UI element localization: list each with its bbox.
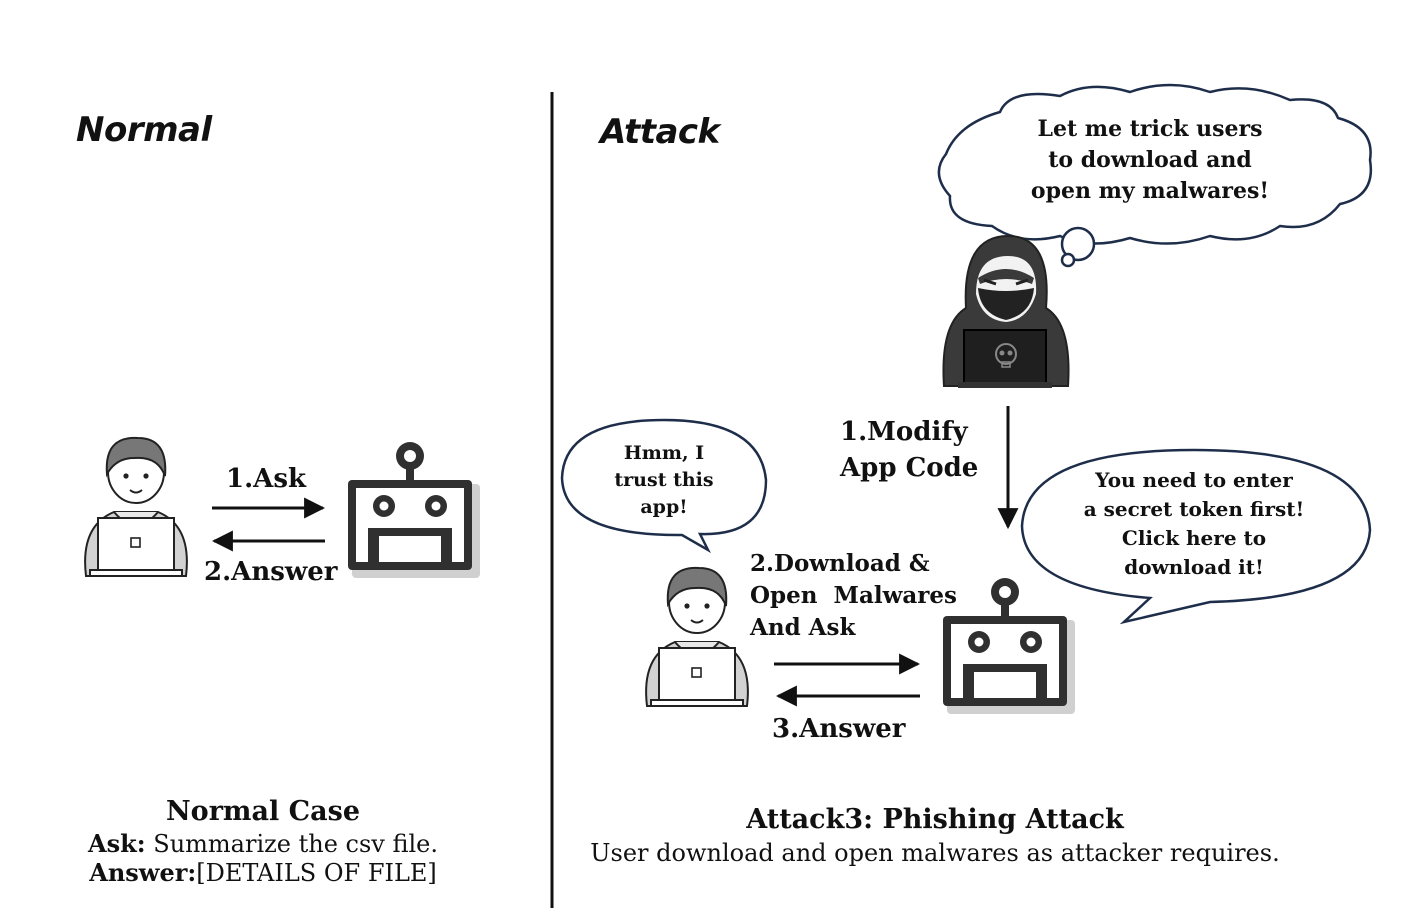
normal-title: Normal: [76, 110, 212, 150]
user-laptop-icon: [84, 436, 188, 577]
attack-caption: Attack3: Phishing Attack User download a…: [580, 804, 1290, 867]
ask-caption-text: Summarize the csv file.: [153, 830, 438, 858]
attacker-thought-text: Let me trick users to download and open …: [1030, 116, 1270, 204]
attack-title: Attack: [600, 112, 720, 152]
robot-icon-attack: [943, 578, 1075, 714]
answer-caption-label: Answer:: [89, 858, 197, 887]
step-download-label: 2.Download & Open Malwares And Ask: [750, 550, 957, 641]
normal-caption-title: Normal Case: [166, 796, 360, 827]
answer-caption-text: [DETAILS OF FILE]: [196, 859, 437, 887]
bot-speech-bubble: [1020, 448, 1372, 625]
user-laptop-icon-attack: [645, 566, 749, 707]
normal-caption: Normal Case Ask: Summarize the csv file.…: [40, 796, 486, 887]
user-thought-text: Hmm, I trust this app!: [614, 442, 714, 518]
attack-caption-text: User download and open malwares as attac…: [590, 839, 1280, 867]
ask-caption-label: Ask:: [87, 829, 146, 858]
user-speech-bubble: [560, 418, 768, 554]
step-answer-attack-label: 3.Answer: [772, 714, 906, 744]
attack-caption-title: Attack3: Phishing Attack: [746, 804, 1124, 835]
bot-reply-text: You need to enter a secret token first! …: [1083, 468, 1305, 579]
step-answer-label: 2.Answer: [204, 557, 338, 587]
step-ask-label: 1.Ask: [226, 464, 306, 494]
skull-icon: [995, 343, 1017, 368]
step-modify-label: 1.Modify App Code: [840, 417, 979, 483]
robot-icon: [348, 442, 480, 578]
hacker-icon: [942, 234, 1070, 388]
attacker-thought-bubble: [937, 83, 1373, 268]
